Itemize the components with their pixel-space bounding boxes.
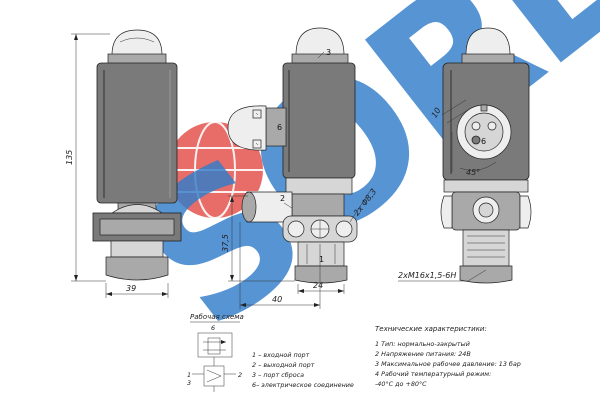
dim-width-port: 24 xyxy=(313,281,323,290)
scheme-legend-1: 1 – входной порт xyxy=(252,351,310,359)
center-view: 3 6 2 xyxy=(221,27,378,309)
callout-3: 3 xyxy=(326,48,331,57)
scheme-title: Рабочая схема xyxy=(190,313,244,321)
connector-6: 6 xyxy=(227,105,287,151)
globe-grid xyxy=(167,121,263,219)
scheme-legend-3: 3 – порт сброса xyxy=(252,371,304,379)
spec-pressure: 3 Максимальное рабочее давление: 13 бар xyxy=(375,360,521,368)
spec-type: 1 Тип: нормально-закрытый xyxy=(375,340,470,348)
dim-width-offset: 40 xyxy=(272,295,282,304)
scheme-label-1: 1 xyxy=(187,371,191,379)
callout-2-center: 2 xyxy=(280,194,285,203)
dim-height-port: 37,5 xyxy=(221,234,230,252)
working-scheme: Рабочая схема 6 1 2 3 1 – входной порт 2… xyxy=(187,313,354,392)
spec-voltage: 2 Напряжение питания: 24В xyxy=(375,350,471,358)
callout-6-center: 6 xyxy=(277,123,282,132)
dim-thread: 2xM16x1,5-6H xyxy=(398,271,456,280)
scheme-legend-2: 2 – выходной порт xyxy=(252,361,315,369)
port-2-center: 2 xyxy=(241,191,293,223)
scheme-label-6: 6 xyxy=(211,324,215,332)
technical-specs: Технические характеристики: 1 Тип: норма… xyxy=(375,325,521,388)
dim-connector-angle: 45° xyxy=(466,168,480,177)
connector-face: 6 xyxy=(456,104,512,160)
spec-temperature-range: -40°С до +80°С xyxy=(375,380,427,388)
callout-1: 1 xyxy=(319,255,324,264)
dim-height-overall: 135 xyxy=(65,150,74,165)
scheme-legend-6: 6– электрическое соединение xyxy=(252,381,354,389)
callout-6-right: 6 xyxy=(481,137,486,146)
right-view: 6 10 45° 2xM16x1,5-6H xyxy=(398,27,532,284)
specs-title: Технические характеристики: xyxy=(375,325,487,333)
scheme-label-2: 2 xyxy=(238,371,242,379)
left-view: 135 39 xyxy=(65,29,182,298)
dim-width-left: 39 xyxy=(126,284,136,293)
scheme-label-3: 3 xyxy=(187,379,191,387)
spec-temperature: 4 Рабочий температурный режим: xyxy=(375,370,491,378)
port-1-center: 1 xyxy=(294,241,348,284)
